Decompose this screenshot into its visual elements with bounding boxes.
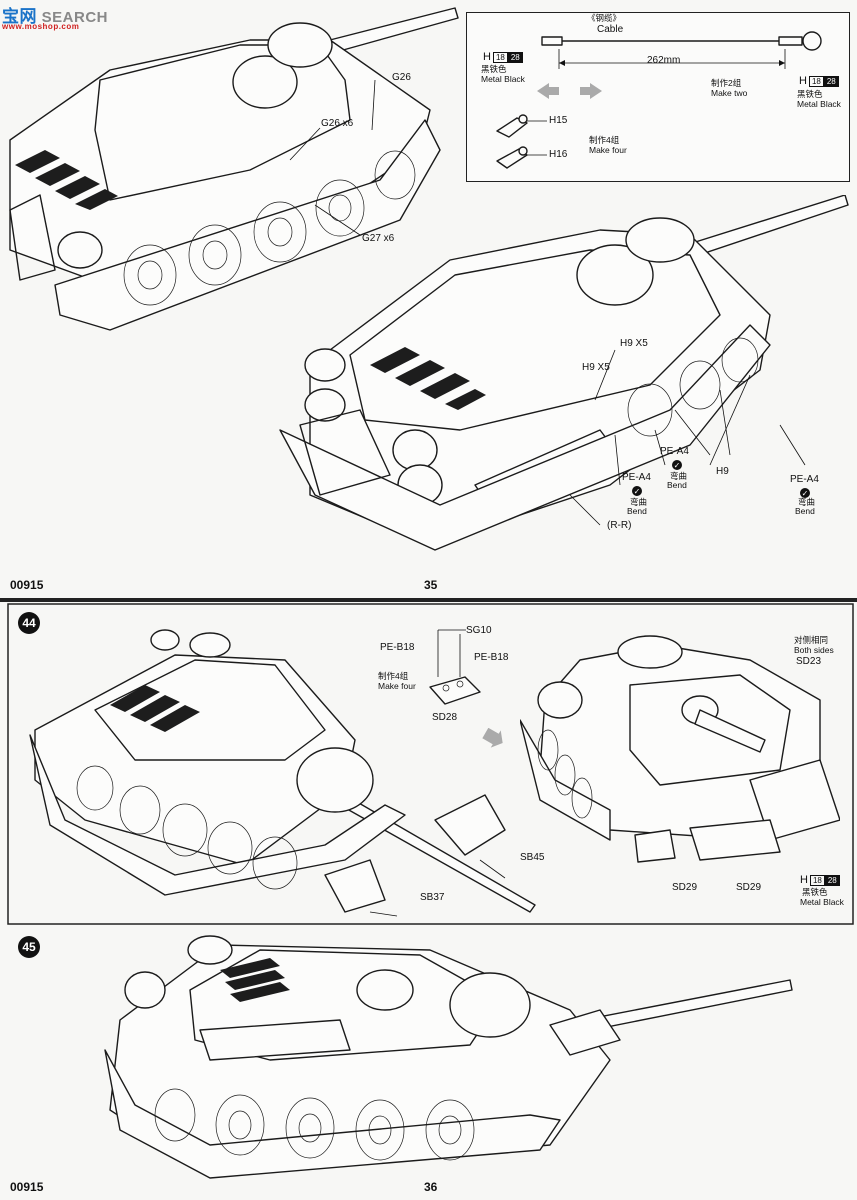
bend-cn-a: 弯曲 [630, 497, 648, 507]
page-separator [0, 598, 857, 602]
label-g26: G26 [392, 72, 411, 83]
make-four-en: Make four [589, 145, 627, 155]
product-code-top: 00915 [10, 578, 44, 592]
tank-illustration-center [279, 195, 849, 551]
paint-letter: H [483, 51, 491, 63]
bend-cn-b: 弯曲 [670, 471, 688, 481]
tank-illustration-step45 [104, 935, 793, 1179]
label-sg10: SG10 [466, 625, 492, 636]
make-two-cn: 制作2组 [711, 78, 742, 88]
paint-cn-right: 黑铁色 [797, 89, 823, 99]
grey-arrow-icon [482, 728, 503, 748]
paint-en-left: Metal Black [481, 74, 525, 84]
label-h9: H9 [716, 466, 729, 477]
paint-en-bottom: Metal Black [800, 897, 844, 907]
check-icon: ✓ [672, 460, 682, 470]
watermark-cn: 宝网 [2, 7, 37, 26]
paint-letter-b: H [800, 874, 808, 886]
paint-num2-r: 28 [823, 75, 839, 87]
tank-illustration-step44-left [29, 629, 536, 917]
check-icon: ✓ [632, 486, 642, 496]
instruction-page-35: G26 G26 x6 G27 x6 《钢缆》 Cable [9, 7, 850, 592]
paint-letter-r: H [799, 75, 807, 87]
label-g27x6: G27 x6 [362, 233, 395, 244]
paint-en-right: Metal Black [797, 99, 841, 109]
step-number-45: 45 [18, 936, 40, 958]
sd28-subassembly [429, 629, 481, 705]
label-sb37: SB37 [420, 892, 445, 903]
paint-cn-left: 黑铁色 [481, 64, 507, 74]
cable-label-cn: 《钢缆》 [587, 13, 622, 23]
make-two-en: Make two [711, 88, 748, 98]
label-sd29-a: SD29 [672, 882, 698, 893]
product-code-bottom: 00915 [10, 1180, 44, 1194]
label-sd23: SD23 [796, 656, 822, 667]
paint-code-left: H 18 28 [483, 51, 523, 63]
label-g26x6: G26 x6 [321, 118, 354, 129]
paint-num1-b: 18 [809, 874, 825, 886]
label-pea4-b: PE-A4 [660, 446, 689, 457]
check-icon: ✓ [800, 488, 810, 498]
cable-drawing [496, 31, 822, 169]
step-number-44: 44 [18, 612, 40, 634]
bend-en-b: Bend [667, 480, 687, 490]
label-pea4-a: PE-A4 [622, 472, 651, 483]
instruction-page-36: 44 SB45 SB37 [0, 600, 857, 1200]
label-peb18-b: PE-B18 [474, 652, 509, 663]
step-44-frame [7, 603, 854, 925]
both-sides-cn: 对侧相同 [794, 635, 829, 645]
watermark-en: SEARCH [41, 9, 109, 26]
bend-en-c: Bend [795, 506, 815, 516]
both-sides-en: Both sides [794, 645, 834, 655]
paint-code-bottom: H 18 28 [800, 874, 840, 886]
watermark-url: www.moshop.com [2, 22, 80, 31]
label-peb18-a: PE-B18 [380, 642, 415, 653]
label-sb45: SB45 [520, 852, 545, 863]
cable-detail-inset: 《钢缆》 Cable H 18 28 黑铁 [466, 12, 850, 182]
tank-illustration-upper-left [9, 7, 459, 331]
page-number-35: 35 [424, 578, 438, 592]
paint-cn-bottom: 黑铁色 [802, 887, 828, 897]
label-pea4-c: PE-A4 [790, 474, 819, 485]
label-sd29-b: SD29 [736, 882, 762, 893]
cable-label-en: Cable [597, 24, 624, 35]
page-number-36: 36 [424, 1180, 438, 1194]
cable-length: 262mm [647, 55, 681, 66]
label-h15: H15 [549, 115, 568, 126]
label-sd28: SD28 [432, 712, 458, 723]
label-h16: H16 [549, 149, 568, 160]
make-four-cn: 制作4组 [589, 135, 620, 145]
paint-num2: 28 [507, 51, 523, 63]
label-h9x5-b: H9 X5 [582, 362, 610, 373]
paint-num2-b: 28 [824, 874, 840, 886]
watermark-logo: 宝网 SEARCH www.moshop.com [2, 2, 109, 31]
paint-code-right: H 18 28 [799, 75, 839, 87]
label-rr: (R-R) [607, 520, 632, 531]
make-four-en-b: Make four [378, 681, 416, 691]
paint-num1: 18 [492, 51, 508, 63]
bend-en-a: Bend [627, 506, 647, 516]
make-four-cn-b: 制作4组 [378, 671, 409, 681]
label-h9x5-a: H9 X5 [620, 338, 648, 349]
paint-num1-r: 18 [808, 75, 824, 87]
tank-illustration-step44-right [520, 635, 840, 863]
bend-cn-c: 弯曲 [798, 497, 816, 507]
